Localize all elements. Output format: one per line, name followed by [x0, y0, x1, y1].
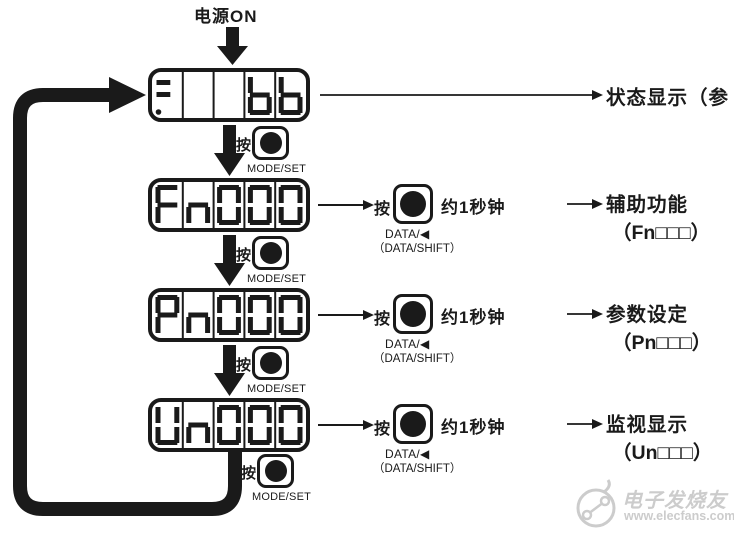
loop-return-arrow [13, 77, 242, 516]
seven-seg-display-un [148, 398, 310, 452]
mode-set-label: MODE/SET [247, 163, 307, 175]
un-label-arrow [567, 419, 603, 429]
data-shift-button-icon [393, 184, 433, 224]
elecfans-logo-icon [576, 479, 616, 528]
aux-function-label: 辅助功能 （Fn□□□） [606, 188, 734, 250]
hold-one-second-label: 约1秒钟 [441, 198, 506, 217]
monitor-display-label: 监视显示 （Un□□□） [606, 408, 734, 470]
mode-set-button-icon [252, 346, 289, 380]
parameter-setting-code: （Pn□□□） [612, 332, 712, 354]
mode-set-label: MODE/SET [252, 491, 312, 503]
seven-seg-display-pn [148, 288, 310, 342]
data-shift-key-label: （DATA/SHIFT） [373, 243, 462, 255]
pn-label-arrow [567, 309, 603, 319]
mode-set-label: MODE/SET [247, 383, 307, 395]
hold-one-second-label: 约1秒钟 [441, 418, 506, 437]
power-on-label: 电源ON [194, 7, 258, 26]
monitor-display-title: 监视显示 [606, 414, 689, 436]
press-label: 按 [241, 465, 257, 482]
press-label: 按 [236, 137, 252, 154]
data-shift-group-fn: 按 约1秒钟 DATA/◀ （DATA/SHIFT） [373, 184, 534, 255]
data-shift-key-label: （DATA/SHIFT） [373, 353, 462, 365]
mode-set-button-icon [252, 126, 289, 160]
press-label: 按 [236, 357, 252, 374]
data-shift-group-pn: 按 约1秒钟 DATA/◀ （DATA/SHIFT） [373, 294, 534, 365]
down-arrow-2 [214, 235, 245, 286]
data-key-label: DATA/◀ [385, 447, 430, 461]
mode-set-group-3: 按 MODE/SET [236, 346, 331, 396]
down-arrow-3 [214, 345, 245, 396]
aux-function-code: （Fn□□□） [612, 222, 711, 244]
mode-set-group-2: 按 MODE/SET [236, 236, 331, 286]
data-shift-key-label: （DATA/SHIFT） [373, 463, 462, 475]
power-on-arrow [217, 27, 248, 65]
data-key-label: DATA/◀ [385, 227, 430, 241]
data-arrow-pn [318, 310, 374, 320]
mode-set-group-1: 按 MODE/SET [236, 126, 331, 176]
data-shift-button-icon [393, 404, 433, 444]
data-arrow-fn [318, 200, 374, 210]
data-shift-group-un: 按 约1秒钟 DATA/◀ （DATA/SHIFT） [373, 404, 534, 475]
mode-set-label: MODE/SET [247, 273, 307, 285]
mode-set-group-4: 按 MODE/SET [241, 454, 336, 504]
mode-set-button-icon [257, 454, 294, 488]
watermark-url: www.elecfans.com [624, 509, 734, 523]
monitor-display-code: （Un□□□） [612, 442, 713, 464]
down-arrow-1 [214, 125, 245, 176]
press-label: 按 [374, 201, 391, 218]
aux-function-title: 辅助功能 [606, 194, 689, 216]
parameter-setting-title: 参数设定 [606, 304, 689, 326]
seven-seg-display-status [148, 68, 310, 122]
data-shift-button-icon [393, 294, 433, 334]
status-display-label: 状态显示（参 [606, 87, 730, 109]
press-label: 按 [374, 311, 391, 328]
parameter-setting-label: 参数设定 （Pn□□□） [606, 298, 734, 360]
seven-seg-display-fn [148, 178, 310, 232]
fn-label-arrow [567, 199, 603, 209]
press-label: 按 [236, 247, 252, 264]
hold-one-second-label: 约1秒钟 [441, 308, 506, 327]
elecfans-watermark: 电子发烧友 www.elecfans.com [574, 478, 734, 534]
status-arrow [320, 90, 603, 100]
press-label: 按 [374, 421, 391, 438]
data-arrow-un [318, 420, 374, 430]
mode-set-button-icon [252, 236, 289, 270]
data-key-label: DATA/◀ [385, 337, 430, 351]
watermark-title: 电子发烧友 [622, 490, 727, 512]
